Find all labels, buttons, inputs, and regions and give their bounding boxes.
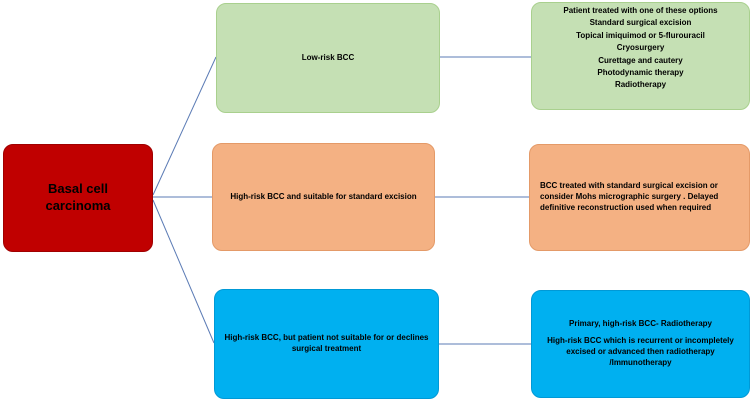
connector-root-to-high-risk-nonsurgical <box>152 199 215 344</box>
branch-label-high-risk-nonsurgical: High-risk BCC, but patient not suitable … <box>224 333 429 353</box>
connector-root-to-low-risk <box>152 56 217 196</box>
treatment-line: Cryosurgery <box>616 43 665 53</box>
branch-label-low-risk: Low-risk BCC <box>301 52 355 62</box>
treatment-line: Primary, high-risk BCC- Radiotherapy <box>569 319 712 329</box>
branch-node-high-risk-surgical: High-risk BCC and suitable for standard … <box>212 143 435 251</box>
treatment-line: Radiotherapy <box>614 80 667 90</box>
branch-label-high-risk-surgical: High-risk BCC and suitable for standard … <box>230 191 417 201</box>
treatment-line: Standard surgical excision <box>589 18 692 28</box>
treatment-node-low-risk: Patient treated with one of these option… <box>531 2 750 110</box>
treatment-text: BCC treated with standard surgical excis… <box>540 181 719 212</box>
treatment-line: High-risk BCC which is recurrent or inco… <box>547 336 734 367</box>
treatment-line: Topical imiquimod or 5-flurouracil <box>576 30 705 40</box>
root-node-basal-cell-carcinoma: Basal cell carcinoma <box>3 144 153 252</box>
branch-node-high-risk-nonsurgical: High-risk BCC, but patient not suitable … <box>214 289 439 399</box>
treatment-line: Patient treated with one of these option… <box>563 6 718 15</box>
branch-node-low-risk: Low-risk BCC <box>216 3 440 113</box>
treatment-node-high-risk-surgical: BCC treated with standard surgical excis… <box>529 144 750 251</box>
treatment-node-high-risk-nonsurgical: Primary, high-risk BCC- Radiotherapy Hig… <box>531 290 750 398</box>
root-node-label: Basal cell carcinoma <box>45 181 111 213</box>
treatment-line: Curettage and cautery <box>598 55 683 65</box>
treatment-line: Photodynamic therapy <box>597 67 684 77</box>
